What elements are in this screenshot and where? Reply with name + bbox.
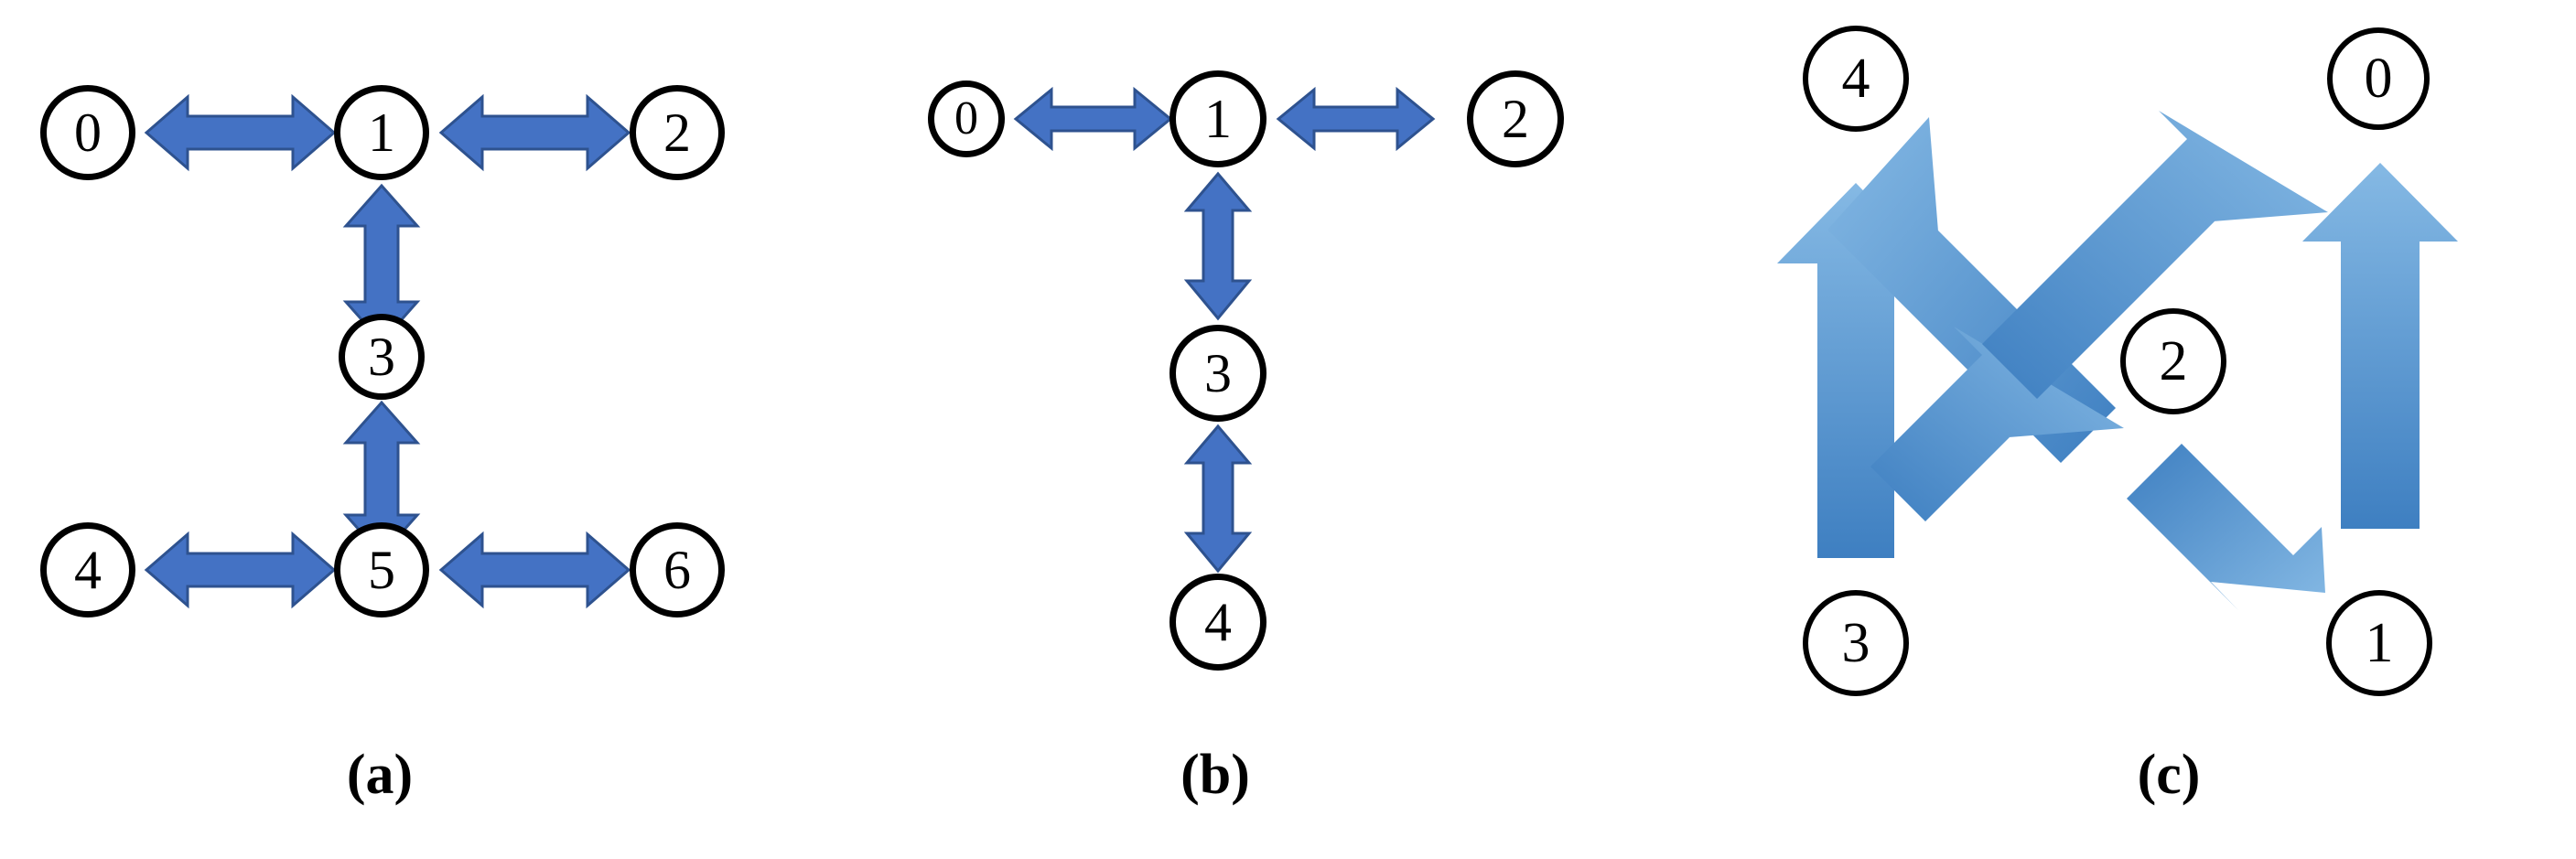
panel-c: 4 0 2 3 1 (c)	[1720, 0, 2576, 859]
edge-b-1-2	[1276, 86, 1436, 152]
node-c-0[interactable]: 0	[2327, 27, 2430, 130]
node-label: 2	[1502, 89, 1529, 149]
node-label: 3	[1204, 343, 1232, 403]
node-a-3[interactable]: 3	[339, 314, 425, 400]
edge-a-4-5	[144, 531, 337, 609]
edge-c-3-4[interactable]	[1777, 183, 1935, 558]
node-label: 1	[2365, 612, 2394, 674]
edge-c-1-0[interactable]	[2302, 163, 2458, 529]
node-a-1[interactable]: 1	[334, 85, 429, 180]
node-a-2[interactable]: 2	[630, 85, 725, 180]
edge-b-0-1	[1013, 86, 1173, 152]
node-a-4[interactable]: 4	[40, 522, 135, 617]
panel-b: 0 1 2 3 4 (b)	[860, 0, 1720, 859]
panel-a-caption: (a)	[346, 744, 414, 806]
node-a-5[interactable]: 5	[334, 522, 429, 617]
node-a-0[interactable]: 0	[40, 85, 135, 180]
node-label: 0	[954, 92, 978, 145]
panel-a-edges	[144, 93, 631, 609]
edge-a-1-2	[438, 93, 631, 172]
edge-a-5-6	[438, 531, 631, 609]
node-label: 5	[368, 540, 395, 600]
edge-c-3-2[interactable]	[1870, 327, 2124, 521]
node-c-1[interactable]: 1	[2326, 590, 2432, 696]
panel-b-edges	[1013, 86, 1436, 574]
node-label: 2	[663, 102, 691, 163]
edge-a-0-1	[144, 93, 337, 172]
node-c-4[interactable]: 4	[1803, 26, 1909, 132]
edge-c-2-1[interactable]	[2127, 444, 2325, 610]
node-label: 0	[74, 102, 102, 163]
panel-b-caption: (b)	[1180, 744, 1250, 806]
node-a-6[interactable]: 6	[630, 522, 725, 617]
node-c-2[interactable]: 2	[2120, 308, 2226, 414]
node-label: 4	[1204, 592, 1232, 652]
node-label: 1	[1204, 89, 1232, 149]
node-b-0[interactable]: 0	[928, 81, 1005, 157]
panel-c-edges	[1777, 111, 2458, 610]
node-label: 4	[1841, 48, 1870, 110]
node-b-2[interactable]: 2	[1467, 70, 1564, 167]
node-label: 3	[1841, 612, 1870, 674]
node-label: 1	[368, 102, 395, 163]
node-b-1[interactable]: 1	[1169, 70, 1266, 167]
node-label: 0	[2364, 48, 2393, 110]
panel-a: 0 1 2 3 4 5 6 (a)	[0, 0, 860, 859]
node-label: 2	[2159, 330, 2188, 392]
panel-c-caption: (c)	[2137, 744, 2201, 806]
node-label: 4	[74, 540, 102, 600]
node-b-3[interactable]: 3	[1169, 325, 1266, 422]
edge-c-2-0[interactable]	[1982, 111, 2328, 399]
node-c-3[interactable]: 3	[1803, 590, 1909, 696]
node-b-4[interactable]: 4	[1169, 574, 1266, 671]
node-label: 3	[368, 327, 395, 387]
edge-b-1-3	[1183, 171, 1253, 321]
node-label: 6	[663, 540, 691, 600]
edge-b-3-4	[1183, 424, 1253, 574]
